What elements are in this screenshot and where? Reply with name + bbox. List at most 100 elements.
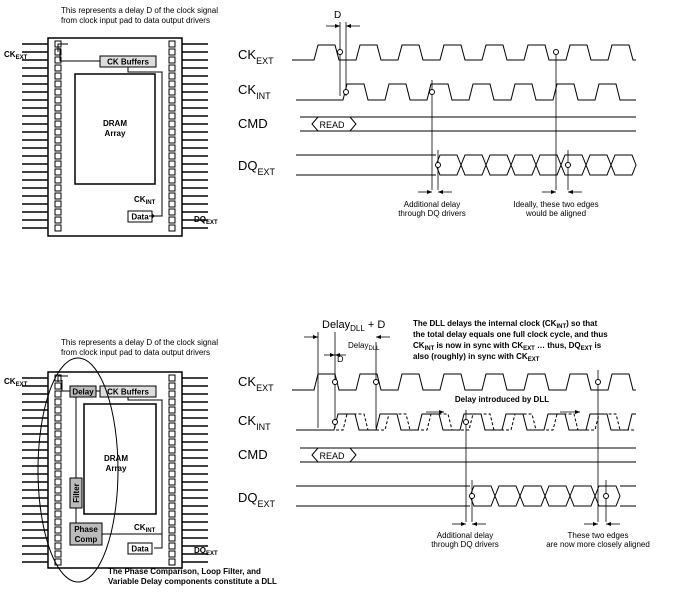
top-dot-1	[337, 49, 343, 55]
pad-left	[54, 96, 62, 104]
pad-left	[54, 184, 62, 192]
pad-left	[54, 414, 62, 422]
bottom-dq-cell	[594, 485, 621, 507]
top-dq-cell	[535, 154, 562, 176]
top-annotation-1-line2: through DQ drivers	[398, 209, 466, 218]
top-ann2-arrow-left-head	[551, 190, 556, 194]
pad-left	[54, 112, 62, 120]
pad-left	[54, 80, 62, 88]
bottom-dram-label: DRAM	[104, 454, 128, 463]
pad-left	[54, 120, 62, 128]
bottom-delay-note-line2: from clock input pad to data output driv…	[61, 348, 210, 357]
top-chip-diagram: This represents a delay D of the clock s…	[4, 6, 218, 237]
bottom-ck-buffers-label: CK Buffers	[107, 388, 149, 397]
bottom-caption-line1: The Phase Comparison, Loop Filter, and	[108, 567, 261, 576]
bottom-ck-int-wave	[296, 413, 636, 431]
pad-right	[168, 502, 176, 510]
pad-left	[54, 446, 62, 454]
pad-right	[168, 550, 176, 558]
top-dram-array	[74, 73, 156, 185]
bottom-chip-diagram: This represents a delay D of the clock s…	[4, 338, 277, 586]
top-chip-outline	[47, 37, 183, 237]
bottom-dq-cell	[569, 485, 596, 507]
pad-left	[54, 88, 62, 96]
pad-right	[168, 534, 176, 542]
pad-left	[54, 144, 62, 152]
pad-left	[54, 438, 62, 446]
bottom-read-label: READ	[319, 451, 345, 461]
bottom-comp-label: Comp	[75, 535, 98, 544]
pad-left	[54, 494, 62, 502]
bottom-data-label: Data	[131, 545, 149, 554]
pad-left	[54, 192, 62, 200]
pad-left	[54, 510, 62, 518]
bottom-d-arrow-right-head	[335, 353, 340, 357]
bottom-dot-6	[595, 379, 601, 385]
top-dot-6	[565, 162, 571, 168]
pad-right	[168, 470, 176, 478]
pad-right	[168, 48, 176, 56]
bottom-annotation-1-line2: through DQ drivers	[431, 540, 499, 549]
bottom-ck-int-label: CKINT	[134, 523, 156, 534]
pad-right	[168, 486, 176, 494]
pad-right	[168, 558, 176, 566]
pad-left	[54, 200, 62, 208]
top-ck-int-wave	[296, 83, 636, 101]
pad-right	[168, 216, 176, 224]
bottom-chip-outline	[47, 371, 183, 569]
top-annotation-2-line2: would be aligned	[525, 209, 586, 218]
bottom-ann2-arrow-right-head	[606, 522, 611, 526]
bottom-d-marker: D	[337, 354, 344, 364]
top-dq-cell	[560, 154, 587, 176]
bottom-annotation-2-line1: These two edges	[568, 531, 629, 540]
pad-right	[168, 494, 176, 502]
pad-left	[54, 550, 62, 558]
top-clock-path	[57, 43, 100, 62]
bottom-signal-dq: DQEXT	[238, 490, 276, 509]
bottom-dll-note-line3: CKINT is now in sync with CKEXT … thus, …	[413, 341, 602, 352]
bottom-dq-cell	[519, 485, 546, 507]
pad-right	[168, 72, 176, 80]
pad-left	[54, 128, 62, 136]
pad-right	[168, 88, 176, 96]
pad-left	[54, 518, 62, 526]
bottom-waveforms	[292, 332, 636, 526]
pad-right	[168, 462, 176, 470]
pad-left	[54, 136, 62, 144]
bottom-timing-diagram: DelayDLL + D D DelayDLL The DLL delays t…	[238, 319, 650, 549]
pad-left	[54, 152, 62, 160]
pad-right	[168, 64, 176, 72]
pad-right	[168, 112, 176, 120]
bottom-phase-label: Phase	[74, 525, 98, 534]
pad-left	[54, 208, 62, 216]
top-dq-cell	[485, 154, 512, 176]
pad-right	[168, 542, 176, 550]
pad-left	[54, 430, 62, 438]
bottom-dll-note-line1: The DLL delays the internal clock (CKINT…	[413, 319, 598, 330]
top-signal-ck-ext: CKEXT	[238, 47, 274, 66]
bottom-annotation-1-line1: Additional delay	[437, 531, 493, 540]
bottom-ann1-arrow-right-head	[472, 522, 477, 526]
top-internal-clock-path	[127, 67, 163, 217]
pad-right	[168, 80, 176, 88]
pad-right	[168, 192, 176, 200]
pad-left	[54, 216, 62, 224]
bottom-ck-ext-pin-label: CKEXT	[4, 377, 28, 388]
bottom-delay-dll-plus-d: DelayDLL + D	[322, 319, 385, 333]
pad-right	[168, 128, 176, 136]
top-ck-ext-wave	[292, 44, 636, 61]
top-delay-d-label: D	[334, 10, 341, 21]
top-dq-cell	[460, 154, 487, 176]
top-dot-3	[429, 89, 435, 95]
pad-right	[168, 374, 176, 382]
top-dot-5	[553, 49, 559, 55]
pad-right	[168, 414, 176, 422]
bottom-ann2-arrow-left-head	[593, 522, 598, 526]
top-delay-note-line1: This represents a delay D of the clock s…	[61, 6, 218, 15]
top-dot-4	[435, 162, 441, 168]
bottom-dq-cell	[544, 485, 571, 507]
pad-right	[168, 224, 176, 232]
top-signal-dq: DQEXT	[238, 158, 276, 177]
bottom-read-cell	[311, 447, 357, 463]
